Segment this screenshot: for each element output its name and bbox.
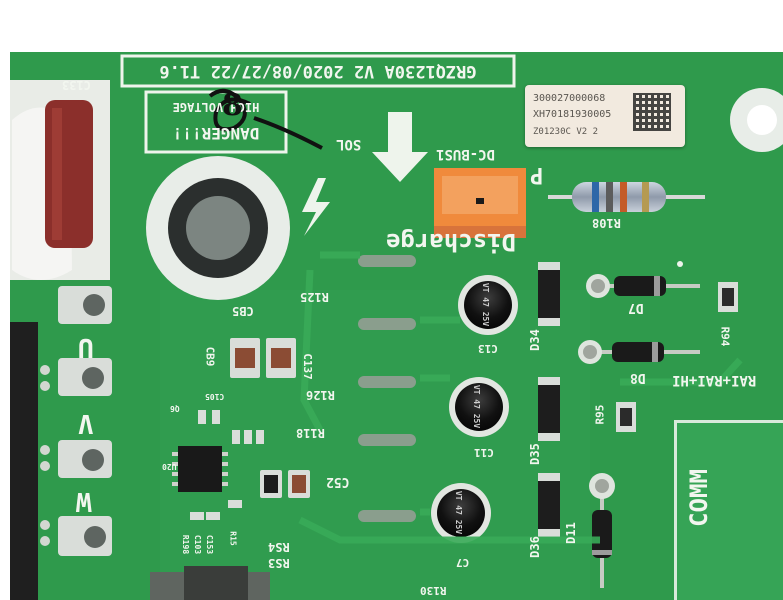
- sticker-serial-2: XH70181930005: [533, 109, 612, 120]
- r118-label: R118: [296, 426, 325, 440]
- comm-label: COMM: [684, 469, 713, 527]
- r108-label: R108: [592, 216, 621, 230]
- cb9-label: CB9: [203, 346, 217, 367]
- r198-label: R198: [181, 534, 191, 555]
- r94-label: R94: [718, 326, 732, 347]
- d36-label: D36: [527, 536, 542, 558]
- dc-bus-label: DC-BUS1: [436, 146, 496, 162]
- q6-label: Q6: [170, 404, 180, 413]
- c105-label: C105: [205, 392, 225, 401]
- marker-note: 8: [222, 88, 243, 123]
- c52-label: C52: [326, 474, 350, 489]
- u20-label: U20: [162, 462, 177, 471]
- cap-c13-text: VT 47 25V: [481, 282, 491, 327]
- c13-label: C13: [478, 342, 498, 355]
- cap-c7-text: VT 47 25V: [454, 490, 464, 535]
- d35-label: D35: [527, 443, 542, 465]
- u-phase-label: U: [78, 332, 94, 362]
- r15-label: R15: [228, 531, 238, 546]
- rs3-label: RS3: [268, 556, 290, 570]
- r95-label: R95: [593, 404, 607, 425]
- d7-label: D7: [628, 300, 644, 315]
- sol-label: SOL: [336, 136, 362, 152]
- d11-label: D11: [563, 522, 578, 544]
- warning-line-2: HIGH VOLTAGE: [172, 100, 260, 114]
- r125-label: R125: [300, 290, 329, 304]
- p-label: P: [530, 162, 544, 187]
- v-phase-label: V: [78, 408, 94, 438]
- hi-rail-label: RAI+RAI+HI: [672, 372, 757, 388]
- comm-area: [674, 420, 783, 600]
- discharge-label: Discharge: [386, 228, 517, 256]
- warning-line-1: DANGER!!!: [172, 124, 260, 143]
- board-title-strip: GRZQ1230A V2 2020/08/27/22 T1.6: [159, 61, 477, 81]
- c7-label: C7: [456, 556, 470, 569]
- d8-label: D8: [630, 370, 646, 385]
- d34-label: D34: [527, 329, 542, 351]
- c133-label: C133: [62, 78, 91, 92]
- r126-label: R126: [306, 388, 335, 402]
- cap-c11-text: VT 47 25V: [472, 384, 482, 429]
- c137-label: C137: [300, 353, 314, 380]
- r130-label: R130: [420, 584, 447, 597]
- w-phase-label: W: [76, 486, 92, 516]
- cb5-label: CB5: [232, 304, 254, 318]
- sticker-model: Z01230C V2 2: [533, 127, 599, 137]
- sticker-serial-1: 300027000068: [533, 93, 606, 104]
- serial-sticker: 300027000068 XH70181930005 Z01230C V2 2: [525, 85, 685, 147]
- c11-label: C11: [474, 446, 494, 459]
- rs4-label: RS4: [268, 540, 290, 554]
- qr-code: [633, 93, 671, 131]
- c103-label: C103: [193, 534, 203, 555]
- c153-label: C153: [205, 534, 215, 555]
